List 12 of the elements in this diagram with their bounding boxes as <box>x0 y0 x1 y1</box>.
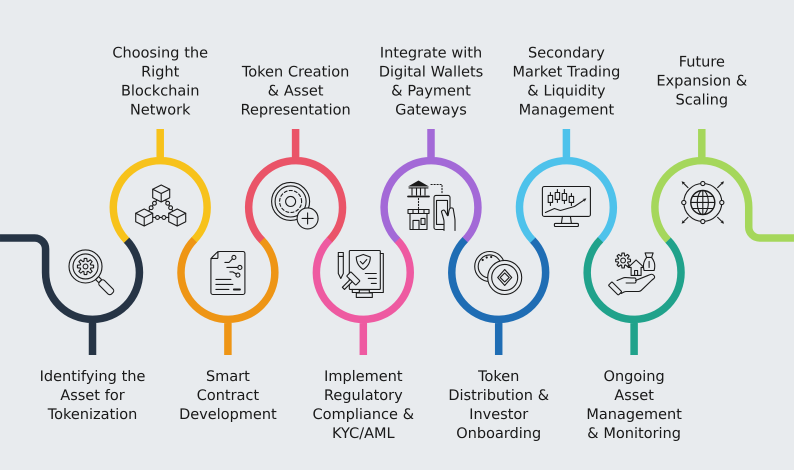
step-label: Ongoing Asset Management & Monitoring <box>588 370 682 441</box>
step-label: Integrate with Digital Wallets & Payment Gateways <box>380 46 483 118</box>
step-label: Secondary Market Trading & Liquidity Management <box>514 46 620 118</box>
ribbon-line <box>0 234 50 272</box>
step-label: Token Distribution & Investor Onboarding <box>450 370 549 441</box>
step-label: Identifying the Asset for Tokenization <box>41 370 145 420</box>
step-label: Implement Regulatory Compliance & KYC/AML <box>313 370 414 440</box>
step-label: Smart Contract Development <box>180 370 276 422</box>
ribbon-line <box>744 208 794 242</box>
step-label: Future Expansion & Scaling <box>658 56 747 108</box>
step-label: Choosing the Right Blockchain Network <box>113 46 208 115</box>
step-label: Token Creation & Asset Representation <box>242 65 350 118</box>
